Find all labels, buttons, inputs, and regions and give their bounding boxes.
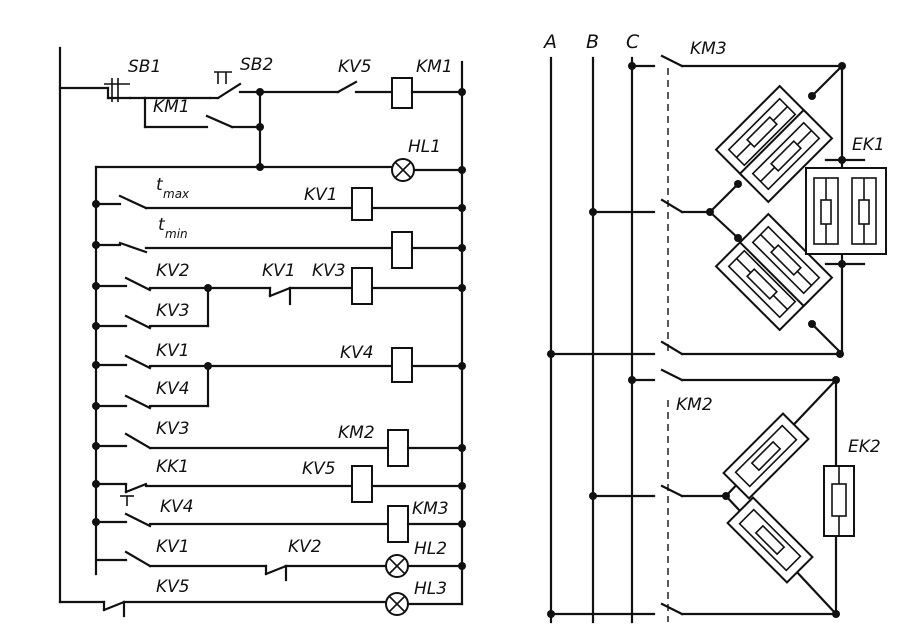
label-km3-coil: KM3 <box>412 499 449 519</box>
label-kv4-contact: KV4 <box>156 379 190 399</box>
hl1-lamp <box>391 158 415 182</box>
label-sb1: SB1 <box>128 57 161 77</box>
phase-c-label: C <box>626 31 640 53</box>
label-kv3-contact2: KV3 <box>156 419 190 439</box>
label-sb2: SB2 <box>240 55 273 75</box>
label-kv4-coil: KV4 <box>340 343 374 363</box>
heater-element-2a <box>722 412 810 500</box>
label-ek1: EK1 <box>852 135 885 155</box>
label-kv5-contact: KV5 <box>156 577 190 597</box>
label-hl2: HL2 <box>414 539 447 559</box>
label-kv1-contact: KV1 <box>156 341 190 361</box>
ek2-heater <box>823 465 855 537</box>
kv1-nc-contact <box>268 286 292 306</box>
label-km3: KM3 <box>690 39 727 59</box>
kv2-nc-contact <box>264 564 288 582</box>
km1-coil <box>391 77 413 109</box>
heater-element-2b <box>726 496 814 584</box>
label-kv1-coil: KV1 <box>304 185 338 205</box>
label-kv1-contact2: KV1 <box>156 537 190 557</box>
label-kv1-mid: KV1 <box>262 261 296 281</box>
phase-b-label: B <box>586 31 599 53</box>
label-hl1: HL1 <box>408 137 441 157</box>
label-hl3: HL3 <box>414 579 447 599</box>
km1-hold-contact <box>205 114 234 129</box>
sb2-start-button <box>208 71 242 100</box>
label-km1-coil: KM1 <box>416 57 453 77</box>
label-kv5-top: KV5 <box>338 57 372 77</box>
label-ek2: EK2 <box>848 437 881 457</box>
label-kv5-coil: KV5 <box>302 459 336 479</box>
kk1-thermal-contact <box>120 482 148 506</box>
heater-element-1d <box>738 212 834 308</box>
heater-element-1b <box>738 108 834 204</box>
label-t-max: t <box>156 175 164 195</box>
t-max-contact <box>118 194 148 210</box>
phase-a-label: A <box>542 31 557 53</box>
kv5-nc-contact <box>102 600 126 618</box>
label-km2: KM2 <box>676 395 713 415</box>
label-kk1: KK1 <box>156 457 189 477</box>
label-kv2-contact2: KV2 <box>288 537 322 557</box>
label-kv4-contact2: KV4 <box>160 497 194 517</box>
label-t-max-sub: max <box>163 187 190 201</box>
label-kv2-contact: KV2 <box>156 261 190 281</box>
label-km2-coil: KM2 <box>338 423 375 443</box>
label-t-min: t <box>158 215 166 235</box>
label-kv3-coil: KV3 <box>312 261 346 281</box>
t-min-contact <box>118 241 148 254</box>
label-kv3-contact: KV3 <box>156 301 190 321</box>
sb1-stop-button <box>104 78 132 102</box>
hl3-lamp <box>385 592 409 616</box>
label-km1-contact: KM1 <box>153 97 190 117</box>
control-circuit: SB1 SB2 KV5 KM1 KM1 HL1 t max KV1 t min … <box>58 46 466 618</box>
kv5-contact <box>336 80 358 94</box>
power-circuit: A B C <box>542 31 887 624</box>
label-t-min-sub: min <box>165 227 188 241</box>
hl2-lamp <box>385 554 409 578</box>
ek1-heater <box>805 167 887 255</box>
